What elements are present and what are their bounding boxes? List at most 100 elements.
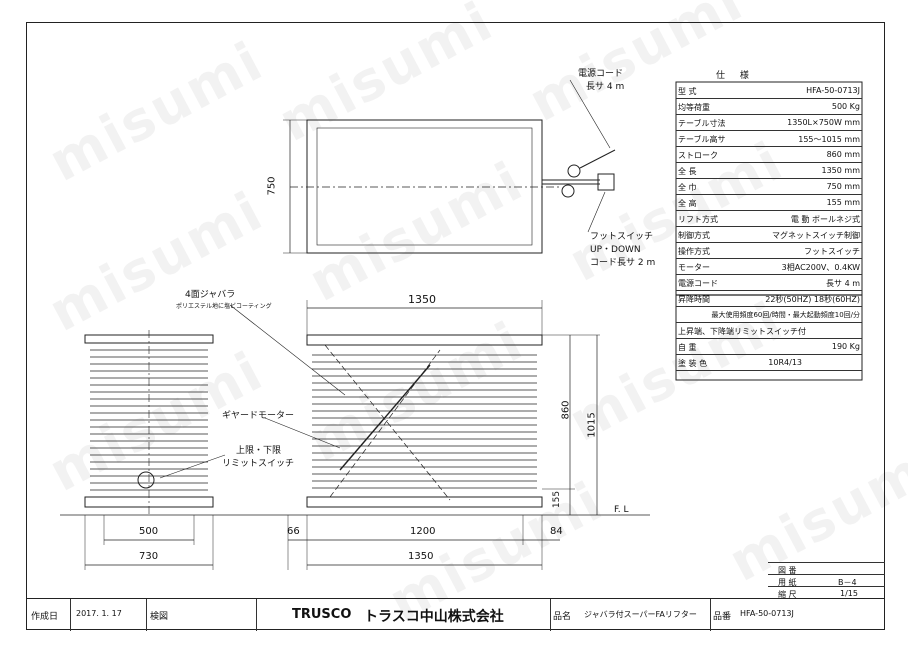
- spec-value: マグネットスイッチ制御: [772, 231, 860, 240]
- spec-value: 最大使用頻度60回/時間・最大起動頻度10回/分: [711, 311, 860, 319]
- spec-key: リフト方式: [678, 215, 718, 224]
- scale-label: 縮 尺: [778, 590, 797, 599]
- dim-84: 84: [550, 526, 563, 537]
- date-value: 2017. 1. 17: [76, 609, 122, 618]
- check-label: 検図: [150, 612, 169, 622]
- spec-value: 電 動 ボールネジ式: [790, 215, 860, 224]
- product-code-cell: 品番 HFA-50-0713J: [710, 599, 885, 631]
- spec-key: 全 巾: [678, 183, 697, 192]
- drawing-frame: [26, 22, 885, 630]
- spec-value: 155～1015 mm: [798, 135, 860, 144]
- date-cell: 2017. 1. 17: [70, 599, 147, 631]
- company-name: トラスコ中山株式会社: [364, 609, 504, 625]
- spec-key: テーブル高サ: [678, 135, 726, 144]
- spec-value: 22秒(50HZ) 18秒(60HZ): [765, 295, 860, 304]
- spec-key: 均等荷重: [678, 103, 710, 112]
- spec-row: 制御方式 マグネットスイッチ制御: [676, 226, 862, 243]
- spec-key: 制御方式: [678, 231, 710, 240]
- spec-key: 全 長: [678, 167, 697, 176]
- spec-value: 1350L×750W mm: [787, 118, 860, 127]
- spec-value: 上昇端、下降端リミットスイッチ付: [678, 327, 806, 336]
- spec-row: 塗 装 色 10R4/13: [676, 354, 862, 371]
- spec-row: リフト方式 電 動 ボールネジ式: [676, 210, 862, 227]
- dim-500: 500: [139, 526, 159, 537]
- spec-value: 1350 mm: [821, 166, 861, 175]
- title-block: 作成日 2017. 1. 17 検図 TRUSCO トラスコ中山株式会社 品名 …: [26, 598, 885, 631]
- spec-key: 型 式: [678, 87, 697, 96]
- floor-level-label: F. L: [614, 505, 629, 515]
- spec-value: 500 Kg: [831, 102, 860, 111]
- product-name-cell: 品名 ジャバラ付スーパーFAリフター: [550, 599, 711, 631]
- spec-key: 自 重: [678, 343, 697, 352]
- spec-value: 860 mm: [826, 150, 860, 159]
- spec-row: 最大使用頻度60回/時間・最大起動頻度10回/分: [676, 306, 862, 323]
- spec-key: テーブル寸法: [678, 119, 726, 128]
- spec-value: 190 Kg: [831, 342, 860, 351]
- spec-row: 全 巾 750 mm: [676, 178, 862, 195]
- product-name: ジャバラ付スーパーFAリフター: [584, 610, 697, 619]
- geared-motor-label: ギヤードモーター: [222, 411, 295, 421]
- spec-row: 型 式 HFA-50-0713J: [676, 82, 862, 99]
- scale-value: 1/15: [840, 589, 858, 598]
- product-name-label: 品名: [553, 612, 572, 622]
- date-label: 作成日: [31, 612, 59, 622]
- spec-key: ストローク: [678, 151, 718, 160]
- spec-key: 塗 装 色: [678, 359, 708, 368]
- dim-730: 730: [139, 551, 159, 562]
- spec-value: 10R4/13: [768, 358, 802, 367]
- dim-66: 66: [287, 526, 300, 537]
- product-code-label: 品番: [713, 612, 732, 622]
- dim-750: 750: [266, 176, 278, 196]
- spec-key: 昇降時間: [678, 295, 710, 304]
- spec-key: 電源コード: [678, 279, 718, 288]
- dim-1015: 1015: [586, 412, 598, 438]
- product-code: HFA-50-0713J: [740, 609, 794, 618]
- foot-switch-label: フットスイッチ: [590, 232, 654, 242]
- top-view-table: [306, 119, 543, 254]
- sheet-info-row: 縮 尺 1/15: [768, 586, 885, 599]
- spec-key: モーター: [678, 263, 710, 272]
- spec-row: ストローク 860 mm: [676, 146, 862, 163]
- limit-switch-label-1: 上限・下限: [236, 446, 282, 456]
- date-label-cell: 作成日: [26, 599, 71, 631]
- spec-row: 電源コード長サ 4 m: [676, 274, 862, 291]
- dim-1200: 1200: [410, 526, 436, 537]
- spec-row: 全 高 155 mm: [676, 194, 862, 211]
- foot-switch-updown-label: UP・DOWN: [590, 245, 641, 255]
- spec-value: 3相AC200V、0.4KW: [781, 263, 860, 272]
- paper-size-label: 用 紙: [778, 578, 797, 587]
- check-cell: 検図: [146, 599, 257, 631]
- drawing-number-label: 図 番: [778, 566, 797, 575]
- cord-label: 電源コード: [578, 69, 624, 79]
- bellows-material-label: ポリエステル地に塩ビコーティング: [176, 303, 272, 310]
- spec-row: テーブル寸法 1350L×750W mm: [676, 114, 862, 131]
- spec-row: 全 長 1350 mm: [676, 162, 862, 179]
- dim-155: 155: [552, 490, 563, 509]
- spec-row: モーター 3相AC200V、0.4KW: [676, 258, 862, 275]
- spec-value: 155 mm: [826, 198, 860, 207]
- limit-switch-label-2: リミットスイッチ: [222, 459, 295, 469]
- dim-1350-bottom: 1350: [408, 551, 434, 562]
- sheet-info-table: 図 番 用 紙 B－4 縮 尺 1/15: [768, 562, 885, 599]
- dim-1350-top: 1350: [408, 293, 436, 306]
- spec-title: 仕 様: [716, 71, 755, 81]
- spec-row: 上昇端、下降端リミットスイッチ付: [676, 322, 862, 339]
- paper-size-value: B－4: [838, 578, 857, 587]
- dim-860: 860: [560, 400, 572, 420]
- spec-row: 均等荷重 500 Kg: [676, 98, 862, 115]
- brand-logo: TRUSCO: [292, 607, 352, 622]
- spec-row: 自 重 190 Kg: [676, 338, 862, 355]
- sheet-info-row: 図 番: [768, 562, 885, 575]
- cord-length-label: 長サ 4 m: [586, 82, 625, 92]
- spec-key: 操作方式: [678, 247, 710, 256]
- spec-row: 昇降時間 22秒(50HZ) 18秒(60HZ): [676, 290, 862, 307]
- spec-key: 全 高: [678, 199, 697, 208]
- sheet-info-row: 用 紙 B－4: [768, 574, 885, 587]
- spec-row: 操作方式フットスイッチ: [676, 242, 862, 259]
- spec-value: HFA-50-0713J: [806, 86, 860, 95]
- company-cell: TRUSCO トラスコ中山株式会社: [256, 599, 551, 631]
- spec-row: テーブル高サ 155～1015 mm: [676, 130, 862, 147]
- spec-value: 750 mm: [826, 182, 860, 191]
- bellows-label: 4面ジャバラ: [185, 290, 236, 300]
